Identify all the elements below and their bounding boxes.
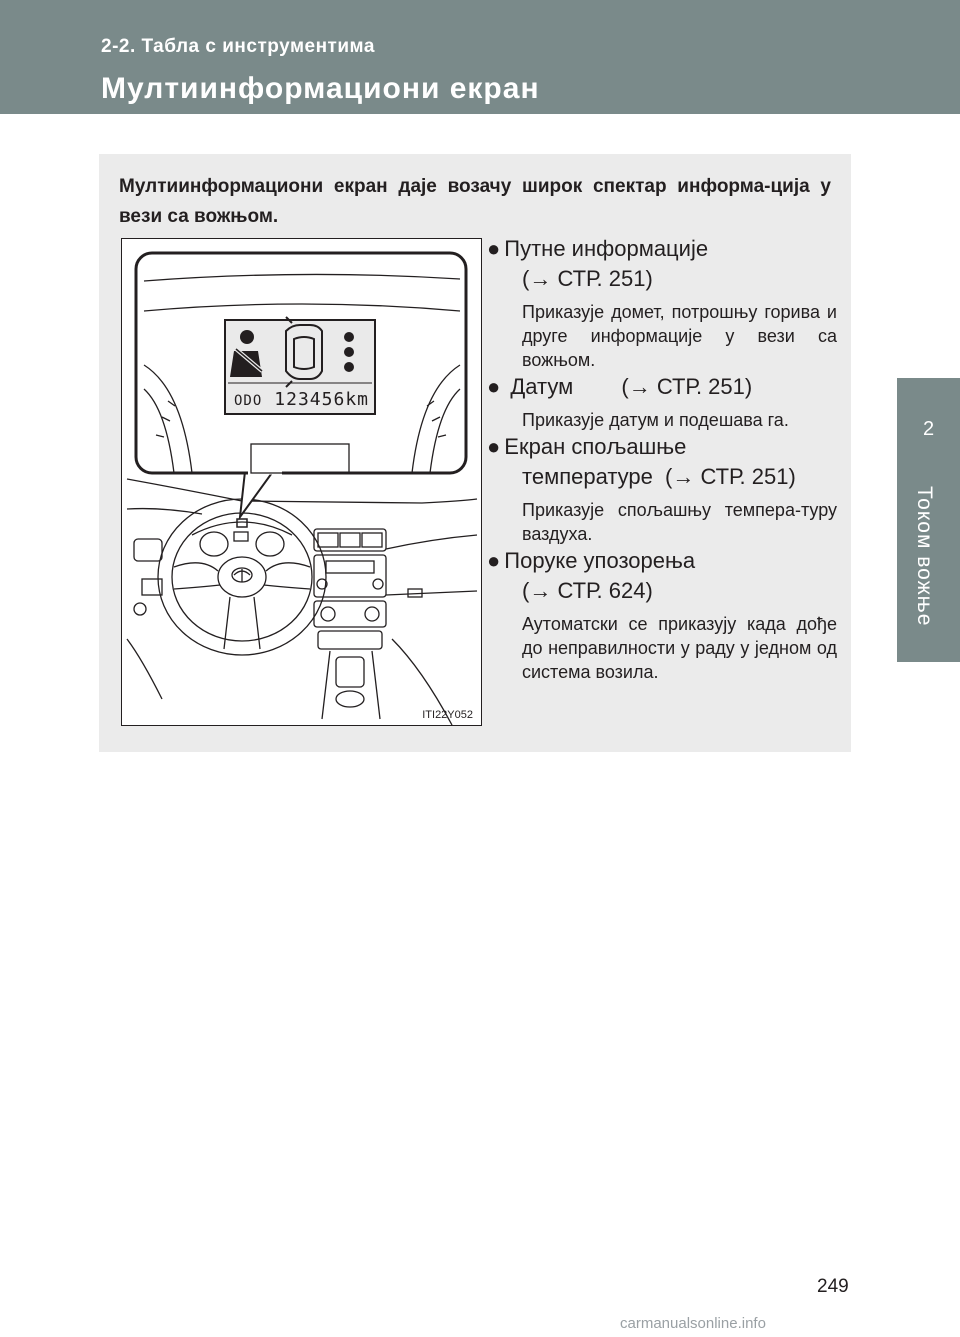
chapter-label: Током вожње [913,486,936,627]
list-item: ●Поруке упозорења (→ СТР. 624) Аутоматск… [487,546,837,684]
item-title: Поруке упозорења [504,548,696,573]
item-description: Приказује домет, потрошњу горива и друге… [522,302,837,370]
header-bar: 2-2. Табла с инструментима Мултиинформац… [0,0,960,114]
figure-code: ITI22Y052 [422,709,473,721]
list-item: ● Датум (→ СТР. 251) Приказује датум и п… [487,372,837,432]
bullet-icon: ● [487,374,501,399]
feature-list: ●Путне информације (→ СТР. 251) Приказуј… [487,234,837,684]
list-item: ●Путне информације (→ СТР. 251) Приказуј… [487,234,837,372]
section-label: 2-2. Табла с инструментима [101,36,375,57]
list-item: ●Екран спољашње температуре (→ СТР. 251)… [487,432,837,546]
item-title: Путне информације [504,236,709,261]
page-reference-link[interactable]: (→ СТР. 251) [522,266,653,291]
info-box: Мултиинформациони екран даје возачу широ… [99,154,851,752]
odometer-readout: ODO 123456km [234,389,369,410]
page-number: 249 [817,1276,849,1297]
item-description: Приказује датум и подешава га. [522,410,789,430]
item-title-continued: температуре [522,464,653,489]
bullet-icon: ● [487,236,501,261]
page-reference-link[interactable]: (→ СТР. 624) [522,578,653,603]
dashboard-drawing [126,251,478,725]
item-title: Екран спољашње [504,434,687,459]
page-reference-link[interactable]: (→ СТР. 251) [621,374,753,399]
watermark: carmanualsonline.info [620,1315,766,1332]
bullet-icon: ● [487,548,501,573]
chapter-tab[interactable]: 2 Током вожње [897,378,960,662]
bullet-icon: ● [487,434,501,459]
item-title: Датум [504,374,574,399]
odometer-value: 123456km [274,389,369,410]
page-reference-link[interactable]: (→ СТР. 251) [665,464,796,489]
item-description: Аутоматски се приказују када дође до неп… [522,614,837,682]
page-title: Мултиинформациони екран [101,72,540,105]
odometer-label: ODO [234,393,263,409]
item-description: Приказује спољашњу темпера-туру ваздуха. [522,500,837,544]
intro-text: Мултиинформациони екран даје возачу широ… [119,176,831,227]
chapter-number: 2 [922,418,935,440]
dashboard-illustration: ODO 123456km ITI22Y052 [121,238,482,726]
